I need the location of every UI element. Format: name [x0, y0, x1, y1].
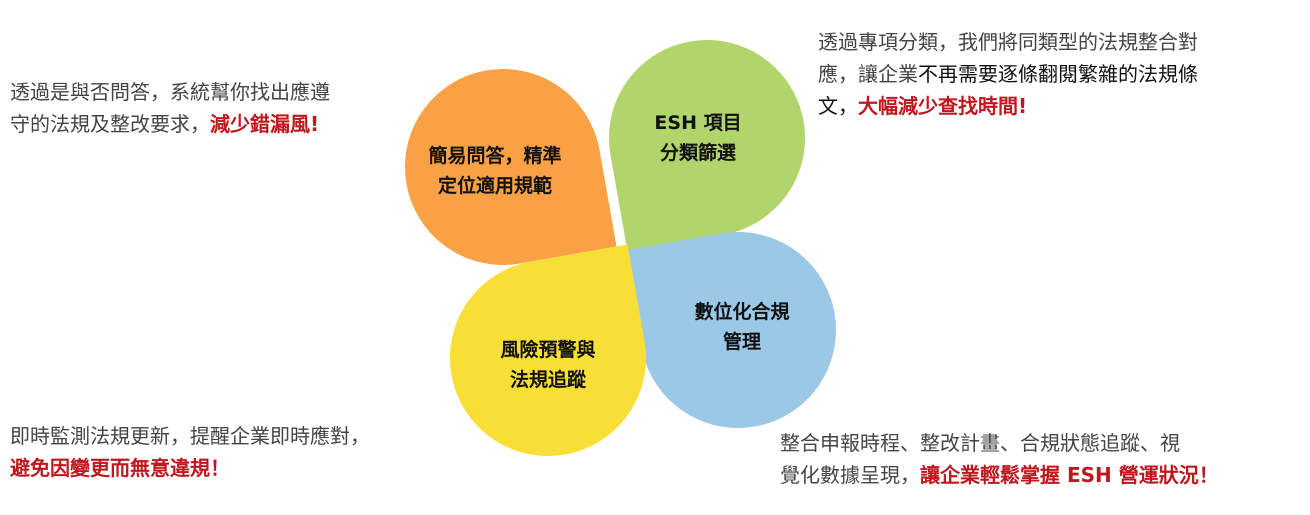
description-line: 透過專項分類，我們將同類型的法規整合對 — [818, 30, 1198, 54]
petal-label-line: 法規追蹤 — [509, 369, 586, 391]
description-line: 整合申報時程、整改計畫、合規狀態追蹤、視 — [780, 431, 1180, 455]
petal-label-digital: 數位化合規 管理 — [642, 297, 842, 357]
description-text: 守的法規及整改要求， — [10, 112, 210, 136]
petal-label-qa: 簡易問答，精準 定位適用規範 — [395, 141, 595, 201]
petal-label-line: 風險預警與 — [500, 339, 596, 361]
description-highlight: 讓企業輕鬆掌握 ESH 營運狀況！ — [920, 463, 1219, 487]
petal-label-esh: ESH 項目 分類篩選 — [598, 108, 798, 168]
description-text-dark: 文， — [818, 94, 858, 118]
petal-label-line: ESH 項目 — [654, 112, 742, 134]
description-line: 透過是與否問答，系統幫你找出應遵 — [10, 80, 330, 104]
description-text: 覺化數據呈現， — [780, 463, 920, 487]
description-bottom-right: 整合申報時程、整改計畫、合規狀態追蹤、視 覺化數據呈現，讓企業輕鬆掌握 ESH … — [780, 427, 1219, 491]
petal-label-line: 管理 — [722, 331, 761, 353]
description-line: 應，讓企業不再需要逐條翻閱繁雜的法規條 — [818, 58, 1198, 90]
description-line: 文，大幅減少查找時間! — [818, 90, 1198, 122]
description-text: 應，讓企業 — [818, 62, 918, 86]
petal-label-line: 簡易問答，精準 — [428, 145, 562, 167]
description-highlight: 減少錯漏風! — [210, 112, 320, 136]
petal-label-line: 分類篩選 — [659, 142, 736, 164]
description-highlight: 大幅減少查找時間! — [858, 94, 1028, 118]
description-top-left: 透過是與否問答，系統幫你找出應遵 守的法規及整改要求，減少錯漏風! — [10, 76, 330, 140]
petal-label-line: 數位化合規 — [694, 301, 790, 323]
description-line: 守的法規及整改要求，減少錯漏風! — [10, 108, 330, 140]
description-top-right: 透過專項分類，我們將同類型的法規整合對 應，讓企業不再需要逐條翻閱繁雜的法規條 … — [818, 26, 1198, 122]
petal-label-line: 定位適用規範 — [437, 175, 552, 197]
description-bottom-left: 即時監測法規更新，提醒企業即時應對， 避免因變更而無意違規！ — [10, 420, 370, 484]
description-line: 即時監測法規更新，提醒企業即時應對， — [10, 424, 370, 448]
description-text-dark: 不再需要逐條翻閱繁雜的法規條 — [918, 62, 1198, 86]
description-line: 覺化數據呈現，讓企業輕鬆掌握 ESH 營運狀況！ — [780, 459, 1219, 491]
description-highlight: 避免因變更而無意違規！ — [10, 456, 230, 480]
petal-label-risk: 風險預警與 法規追蹤 — [448, 335, 648, 395]
